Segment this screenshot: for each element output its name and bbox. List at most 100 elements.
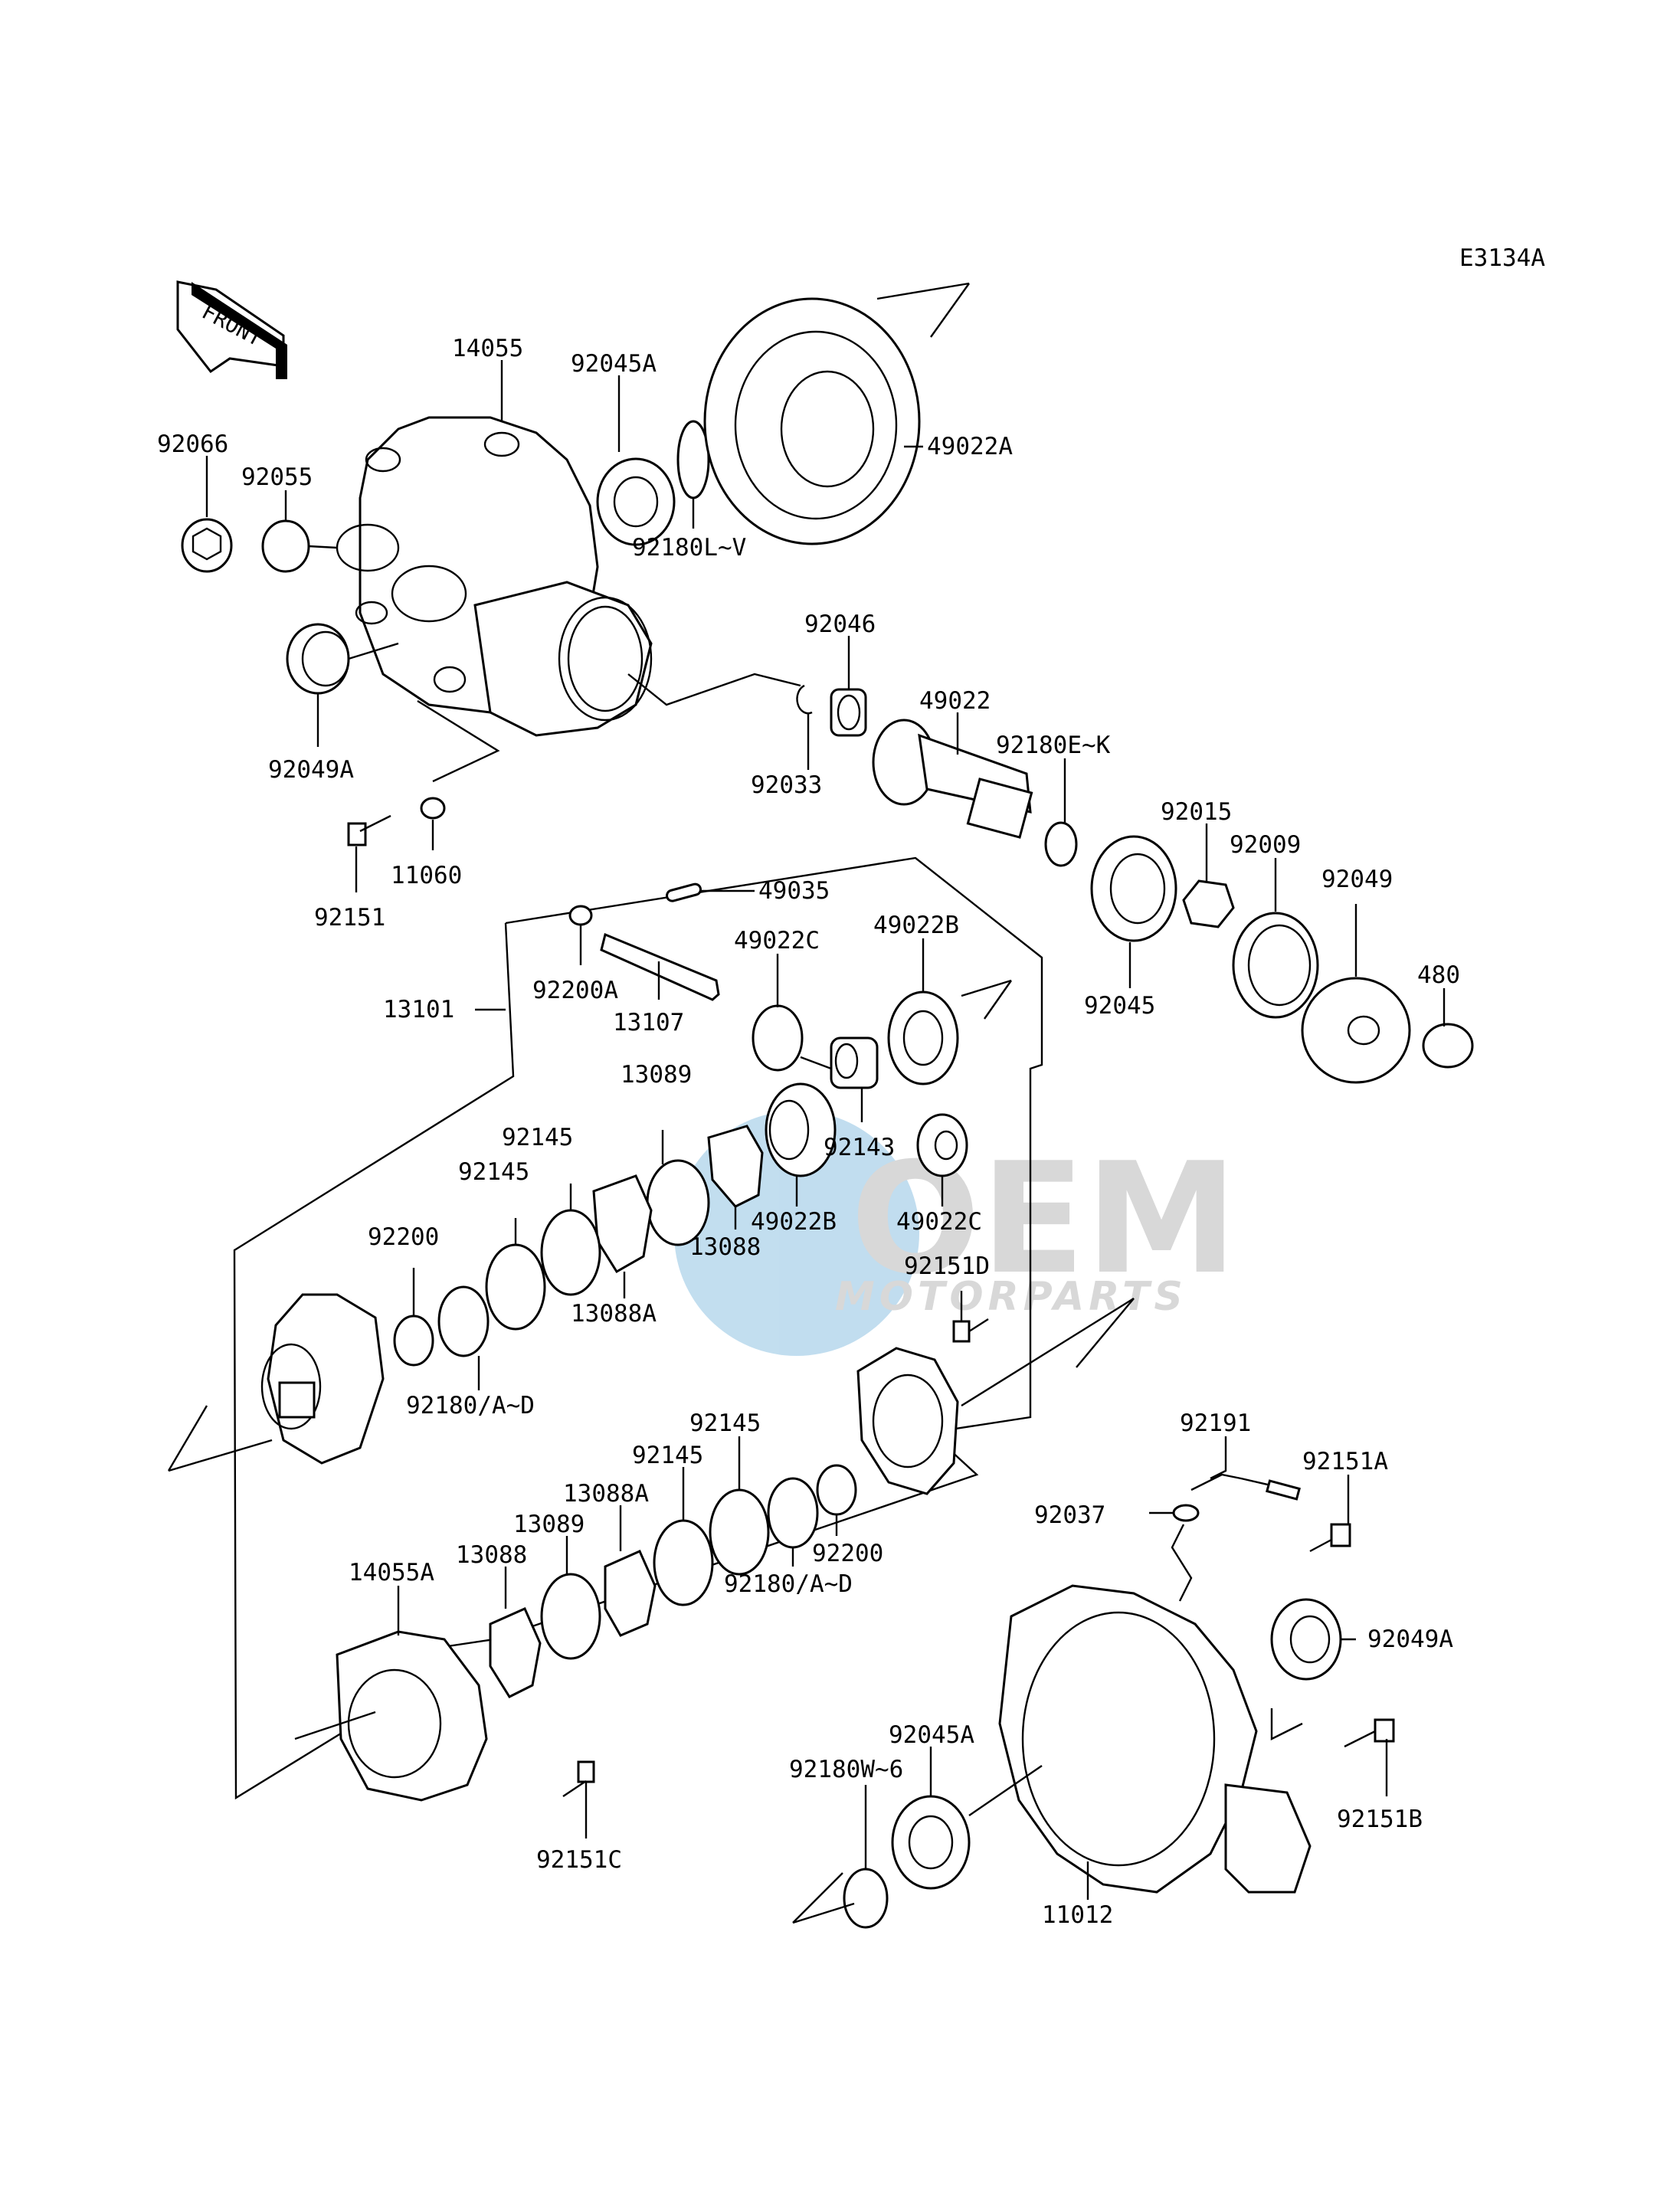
collar-92009-part bbox=[1232, 912, 1319, 1019]
label-92045A-bot: 92045A bbox=[889, 1721, 974, 1749]
label-92200-right: 92200 bbox=[812, 1540, 883, 1567]
label-92151C: 92151C bbox=[536, 1846, 622, 1874]
shim-92145-a-part bbox=[540, 1209, 601, 1296]
bolt-92151D-part bbox=[952, 1318, 989, 1343]
leader-lines bbox=[167, 282, 1446, 1924]
shim-92180EK-part bbox=[1044, 821, 1078, 867]
plate-13088A-bot-part bbox=[604, 1550, 657, 1637]
label-92180AD-left: 92180/A~D bbox=[406, 1392, 535, 1419]
label-13088A-mid: 13088A bbox=[571, 1300, 657, 1328]
label-92180AD-right: 92180/A~D bbox=[724, 1570, 853, 1598]
cover-11012-part bbox=[998, 1584, 1312, 1894]
label-92151A: 92151A bbox=[1302, 1448, 1388, 1475]
shaft-13107-part bbox=[600, 932, 720, 1001]
label-92151D: 92151D bbox=[904, 1252, 990, 1280]
washer-92200A-part bbox=[568, 905, 593, 926]
oring-92055-part bbox=[261, 519, 310, 573]
label-92145-a: 92145 bbox=[502, 1124, 573, 1151]
label-480: 480 bbox=[1417, 961, 1460, 989]
label-11060: 11060 bbox=[391, 862, 462, 889]
diff-case-left-part bbox=[260, 1293, 385, 1465]
pin-49035-part bbox=[666, 882, 702, 902]
label-14055: 14055 bbox=[452, 335, 523, 362]
washer-11060-part bbox=[420, 797, 446, 820]
pinion-gear-49022C-bot-part bbox=[916, 1113, 968, 1177]
part-labels: 14055 92045A 49022A 92066 92055 92180L~V… bbox=[157, 335, 1460, 1929]
shim-92145-c-part bbox=[709, 1488, 770, 1576]
bearing-92045-part bbox=[1090, 835, 1177, 942]
bearing-92045A-bot-part bbox=[891, 1795, 971, 1890]
label-13107: 13107 bbox=[613, 1009, 684, 1036]
label-49022B-bot: 49022B bbox=[751, 1208, 837, 1236]
case-14055A-part bbox=[336, 1630, 488, 1802]
shim-92145-b-part bbox=[485, 1243, 546, 1331]
label-49022: 49022 bbox=[919, 687, 991, 715]
needle-bearing-92046-part bbox=[830, 688, 867, 737]
seal-92049-part bbox=[1301, 977, 1411, 1084]
bearing-92045A-top-part bbox=[596, 457, 676, 546]
pinion-49022-part bbox=[872, 719, 1033, 839]
label-13088-bot: 13088 bbox=[456, 1541, 527, 1569]
label-92015: 92015 bbox=[1161, 798, 1232, 826]
label-92145-b: 92145 bbox=[458, 1158, 529, 1186]
label-92200-left: 92200 bbox=[368, 1223, 439, 1251]
label-92180W6: 92180W~6 bbox=[789, 1756, 903, 1783]
washer-92200-left-part bbox=[393, 1315, 434, 1367]
label-13088A-bot: 13088A bbox=[563, 1480, 649, 1508]
housing-14055-part bbox=[336, 416, 653, 737]
label-49022B-top: 49022B bbox=[873, 912, 959, 939]
circlip-480-part bbox=[1422, 1023, 1474, 1069]
label-92037: 92037 bbox=[1034, 1501, 1105, 1529]
label-14055A: 14055A bbox=[349, 1559, 434, 1586]
seal-92049A-bot-part bbox=[1270, 1598, 1342, 1681]
label-49022A: 49022A bbox=[927, 433, 1013, 460]
label-92049A-bot: 92049A bbox=[1367, 1626, 1453, 1653]
label-92046: 92046 bbox=[804, 611, 876, 638]
shim-92145-d-part bbox=[653, 1519, 714, 1606]
label-92191: 92191 bbox=[1180, 1410, 1251, 1437]
label-92145-c: 92145 bbox=[689, 1410, 761, 1437]
pinion-gear-49022C-top-part bbox=[752, 1004, 804, 1072]
circlip-92033-part bbox=[796, 684, 813, 715]
bolt-92151B-part bbox=[1344, 1718, 1395, 1748]
hose-end-icon bbox=[1266, 1479, 1301, 1501]
plate-13088A-mid-part bbox=[592, 1174, 653, 1274]
bolt-92151A-part bbox=[1309, 1523, 1351, 1553]
seal-92049A-top-part bbox=[286, 623, 350, 695]
label-92066: 92066 bbox=[157, 431, 228, 458]
side-gear-49022B-bot-part bbox=[765, 1082, 837, 1177]
group-outline-13101 bbox=[233, 856, 1043, 1800]
label-92045A-top: 92045A bbox=[571, 350, 657, 378]
label-49035: 49035 bbox=[758, 877, 830, 905]
label-92049A-top: 92049A bbox=[268, 756, 354, 784]
shim-92180AD-left-part bbox=[437, 1285, 490, 1357]
label-92143: 92143 bbox=[824, 1134, 895, 1161]
bolt-92151C-part bbox=[562, 1760, 595, 1797]
label-13089-top: 13089 bbox=[621, 1061, 692, 1089]
hose-92191-part bbox=[1190, 1473, 1292, 1491]
label-13101: 13101 bbox=[383, 996, 454, 1023]
label-92009: 92009 bbox=[1230, 831, 1301, 859]
label-92180LV: 92180L~V bbox=[632, 534, 746, 562]
disc-13089-bot-part bbox=[540, 1573, 601, 1660]
label-92145-d: 92145 bbox=[632, 1442, 703, 1469]
diff-case-right-part bbox=[856, 1347, 959, 1495]
plate-13088-bot-part bbox=[489, 1607, 542, 1698]
label-92151B: 92151B bbox=[1337, 1806, 1423, 1833]
label-92045: 92045 bbox=[1084, 992, 1155, 1020]
shim-92180W6-part bbox=[843, 1868, 889, 1929]
shim-92180LV-part bbox=[676, 420, 710, 499]
disc-13089-top-part bbox=[646, 1159, 710, 1246]
label-11012: 11012 bbox=[1042, 1901, 1113, 1929]
plug-92066-part bbox=[181, 518, 233, 573]
label-92049: 92049 bbox=[1321, 866, 1393, 893]
label-13089-bot: 13089 bbox=[513, 1511, 585, 1538]
clamp-92037-part bbox=[1172, 1504, 1200, 1522]
label-49022C-top: 49022C bbox=[734, 927, 820, 954]
side-gear-49022B-top-part bbox=[887, 990, 959, 1085]
watermark-brand: OEM bbox=[850, 1130, 1238, 1308]
nut-92015-part bbox=[1182, 879, 1235, 928]
watermark-sub: MOTORPARTS bbox=[835, 1274, 1187, 1320]
label-92180EK: 92180E~K bbox=[996, 732, 1111, 759]
front-arrow-icon: FRONT bbox=[176, 280, 287, 379]
